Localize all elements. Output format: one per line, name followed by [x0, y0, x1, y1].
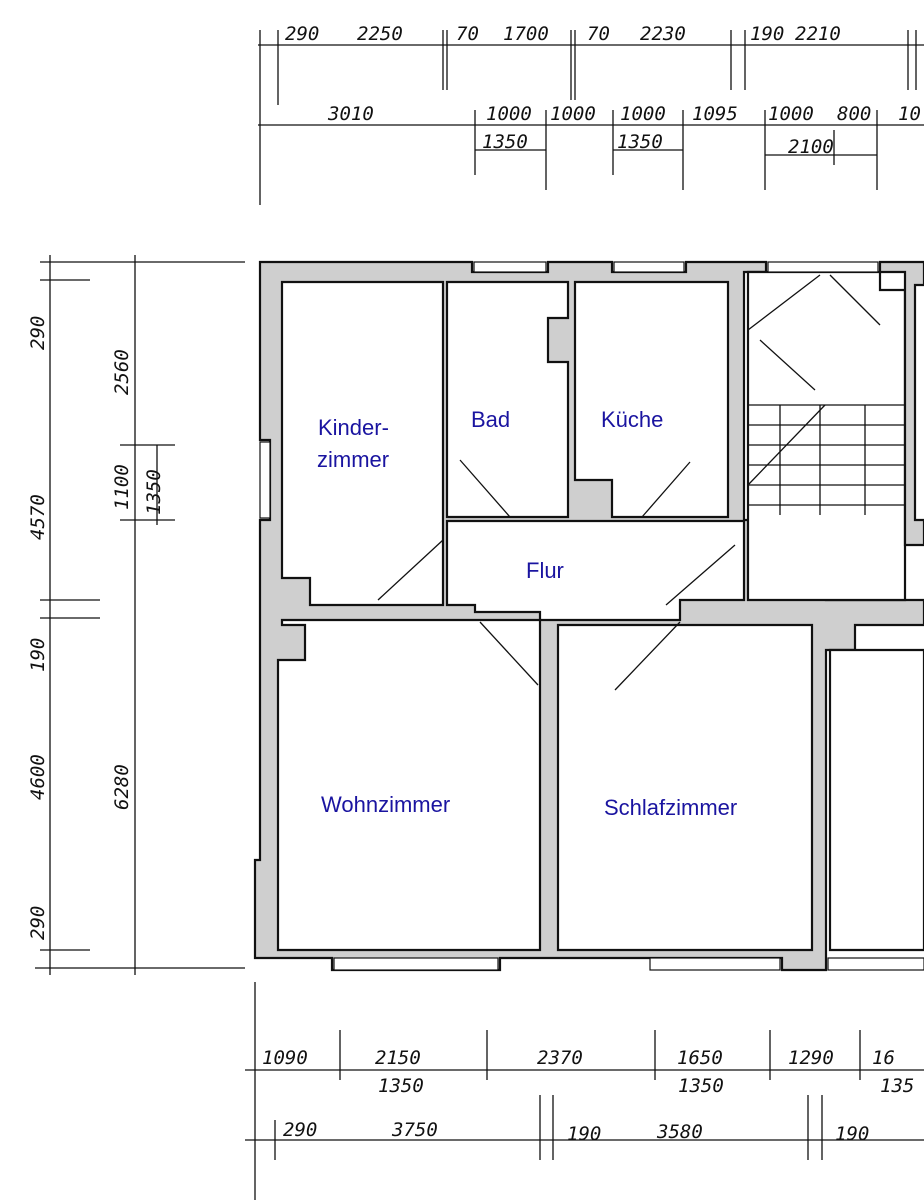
window-wohnzimmer	[333, 957, 499, 971]
dim-top-1000c: 1000	[620, 103, 666, 125]
wohnzimmer-space	[276, 618, 542, 952]
dim-bottom-190a: 190	[567, 1123, 601, 1145]
dim-left-6280: 6280	[111, 764, 133, 810]
dim-top-3010: 3010	[327, 103, 374, 125]
dim-left-4600: 4600	[27, 754, 49, 800]
dim-bottom-1350b: 1350	[678, 1075, 724, 1097]
dim-left-4570: 4570	[27, 494, 49, 540]
dim-top-1700: 1700	[503, 23, 549, 45]
dim-left-2560: 2560	[111, 349, 133, 395]
dim-top-1000b: 1000	[550, 103, 596, 125]
neighbor-space	[828, 648, 924, 952]
walls	[253, 260, 924, 972]
dim-bottom-190b: 190	[835, 1123, 869, 1145]
schlafzimmer-space	[556, 623, 814, 952]
door-schlafzimmer	[614, 621, 681, 691]
window-bad	[473, 261, 547, 273]
dim-top-290: 290	[285, 23, 319, 45]
door-entrance-b	[829, 274, 881, 326]
bottom-dimension-lines	[245, 982, 924, 1200]
kinderzimmer-space	[280, 280, 445, 607]
dim-bottom-2150: 2150	[375, 1047, 421, 1069]
kueche-space	[573, 280, 730, 519]
dim-bottom-1090: 1090	[262, 1047, 308, 1069]
window-kueche	[613, 261, 685, 273]
left-dimension-labels: 290 4570 190 4600 290 2560 1100 1350 628…	[27, 316, 165, 940]
windows	[259, 261, 924, 971]
neighbor-wall	[878, 260, 924, 547]
room-labels: Kinder- zimmer Bad Küche Flur Wohnzimmer…	[317, 407, 737, 820]
window-stair	[767, 261, 879, 273]
dim-top-70a: 70	[456, 23, 479, 45]
room-label-kinderzimmer-line1: Kinder-	[318, 415, 389, 440]
door-kinderzimmer	[377, 539, 444, 601]
top-dimension-labels: 290 2250 70 1700 70 2230 190 2210 3010 1…	[285, 23, 921, 158]
dim-left-1100: 1100	[111, 464, 133, 510]
dim-left-190: 190	[27, 638, 49, 672]
dim-top-1350a: 1350	[482, 131, 528, 153]
room-label-bad: Bad	[471, 407, 510, 432]
door-entrance-a	[747, 274, 821, 331]
dim-top-1000a: 1000	[486, 103, 532, 125]
dim-top-2100: 2100	[788, 136, 834, 158]
door-kueche	[641, 461, 691, 518]
staircase	[747, 339, 905, 515]
dim-bottom-3750: 3750	[391, 1119, 438, 1141]
bad-space	[445, 280, 570, 519]
dim-bottom-1650: 1650	[677, 1047, 723, 1069]
dim-top-1350b: 1350	[617, 131, 663, 153]
stairwell-space	[746, 270, 907, 602]
top-dimension-lines	[258, 30, 924, 205]
dim-bottom-1350a: 1350	[378, 1075, 424, 1097]
room-label-wohnzimmer: Wohnzimmer	[321, 792, 450, 817]
room-label-schlafzimmer: Schlafzimmer	[604, 795, 737, 820]
room-label-kinderzimmer-line2: zimmer	[317, 447, 389, 472]
dim-left-1350: 1350	[143, 469, 165, 515]
door-flur-stair	[665, 544, 736, 606]
dim-bottom-2370: 2370	[537, 1047, 583, 1069]
dim-top-2210: 2210	[795, 23, 841, 45]
dim-top-70b: 70	[587, 23, 610, 45]
dim-bottom-16: 16	[872, 1047, 895, 1069]
dim-left-290-top: 290	[27, 316, 49, 350]
room-label-kueche: Küche	[601, 407, 663, 432]
left-dimension-lines	[35, 255, 245, 975]
dim-top-800: 800	[837, 103, 871, 125]
dim-bottom-135: 135	[880, 1075, 914, 1097]
bottom-dimension-labels: 1090 2150 2370 1650 1290 16 1350 1350 13…	[262, 1047, 914, 1145]
dim-bottom-1290: 1290	[788, 1047, 834, 1069]
dim-left-290-bottom: 290	[27, 906, 49, 940]
door-wohnzimmer	[479, 621, 539, 686]
window-schlafzimmer	[649, 957, 781, 971]
window-neighbor	[827, 957, 924, 971]
dim-top-190: 190	[750, 23, 784, 45]
doors	[377, 274, 881, 691]
room-label-flur: Flur	[526, 558, 564, 583]
dim-top-2230: 2230	[640, 23, 686, 45]
window-kinderzimmer	[259, 441, 271, 519]
dim-top-2250: 2250	[357, 23, 403, 45]
dim-bottom-290: 290	[283, 1119, 317, 1141]
door-bad	[459, 459, 511, 518]
dim-bottom-3580: 3580	[656, 1121, 703, 1143]
dim-top-10: 10	[898, 103, 921, 125]
dim-top-1000d: 1000	[768, 103, 814, 125]
dim-top-1095: 1095	[692, 103, 738, 125]
